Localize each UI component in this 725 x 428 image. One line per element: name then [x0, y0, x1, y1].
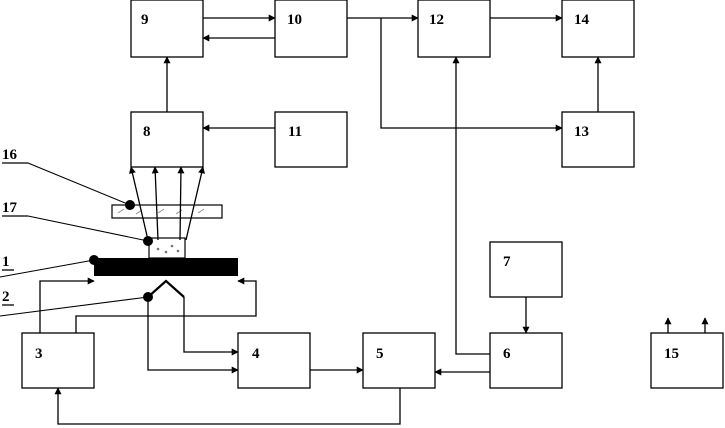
block-13-label: 13: [574, 124, 589, 140]
block-5-label: 5: [376, 346, 384, 362]
callout-17: 17: [2, 200, 153, 246]
emission-ray-3: [177, 166, 185, 241]
block-12-label: 12: [429, 12, 444, 28]
block-5: 5: [362, 332, 436, 389]
callout-2: 2: [0, 289, 153, 317]
callout-17-label: 17: [2, 200, 18, 216]
emission-ray-1: [129, 166, 149, 241]
sample-cell-17: [148, 237, 186, 259]
block-14: 14: [561, 0, 635, 58]
block-7-label: 7: [503, 254, 511, 270]
block-14-label: 14: [574, 12, 590, 28]
block-10: 10: [274, 0, 348, 58]
callout-1-label: 1: [2, 254, 10, 270]
callout-16: 16: [2, 147, 135, 210]
arrow-3-to-1: [39, 277, 95, 333]
block-9: 9: [130, 0, 204, 58]
filter-plate-16: [111, 204, 223, 219]
sample-texture: [156, 244, 180, 254]
block-3-label: 3: [35, 346, 43, 362]
arrow-6-to-12: [452, 56, 490, 355]
callout-1: 1: [0, 254, 99, 278]
callout-2-label: 2: [2, 289, 10, 305]
block-12: 12: [417, 0, 491, 58]
block-3: 3: [21, 332, 95, 389]
block-6-label: 6: [503, 346, 511, 362]
block-8: 8: [130, 111, 204, 168]
emission-ray-2: [151, 166, 159, 241]
block-15: 15: [650, 332, 724, 389]
arrow-5-to-3: [54, 387, 401, 425]
emission-ray-4: [185, 166, 205, 241]
arrow-10-to-13: [380, 18, 563, 132]
block-7: 7: [489, 241, 563, 298]
arrow-3-to-1-right: [75, 277, 257, 333]
block-8-label: 8: [143, 124, 151, 140]
arrow-2-to-4-upper: [183, 297, 239, 356]
block-11: 11: [274, 111, 348, 168]
block-9-label: 9: [141, 12, 149, 28]
block-6: 6: [489, 332, 563, 389]
block-10-label: 10: [287, 12, 302, 28]
callout-16-label: 16: [2, 147, 18, 163]
block-13: 13: [561, 111, 635, 168]
substrate-bar-1: [94, 258, 238, 276]
probe-2: [147, 279, 185, 298]
block-15-label: 15: [664, 346, 679, 362]
block-4-label: 4: [252, 346, 260, 362]
block-11-label: 11: [288, 124, 302, 140]
block-4: 4: [237, 332, 311, 389]
arrow-2-to-4-lower: [147, 297, 239, 374]
